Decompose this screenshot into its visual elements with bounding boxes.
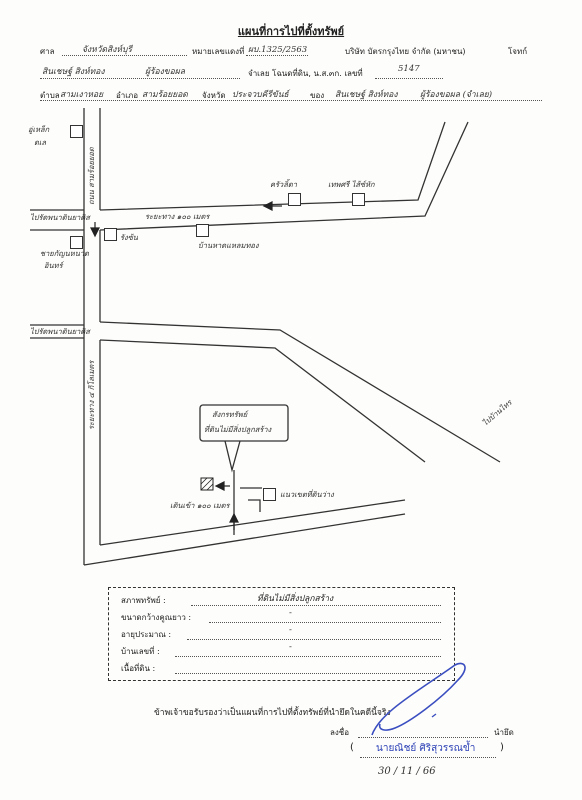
- sign-date: 30 / 11 / 66: [378, 766, 436, 777]
- header-bottom-line: [40, 100, 542, 101]
- area-line: [175, 673, 441, 674]
- condition-label: สภาพทรัพย์ :: [121, 596, 166, 605]
- landmark-box-c: [104, 228, 117, 241]
- house-no-value: -: [289, 642, 292, 652]
- court-field-line: [62, 55, 187, 56]
- label-box-c: รังซ้น: [120, 233, 138, 242]
- court-label: ศาล: [40, 47, 55, 56]
- defendant-field-line: [40, 78, 240, 79]
- owner-label: ของ: [310, 91, 325, 100]
- label-left-box: ชายกัญนหนาด: [40, 249, 89, 258]
- landmark-box-b: [352, 193, 365, 206]
- condition-value: ที่ดินไม่มีสิ่งปลูกสร้าง: [257, 594, 334, 604]
- label-top-left: อู่เหล็ก: [28, 125, 50, 134]
- house-no-label: บ้านเลขที่ :: [121, 647, 160, 656]
- name-open-paren: (: [350, 742, 354, 753]
- plaintiff-label: โจทก์: [508, 47, 528, 56]
- size-label: ขนาดกว้างคูณยาว :: [121, 613, 192, 622]
- callout-line-2: ที่ดินไม่มีสิ่งปลูกสร้าง: [204, 425, 272, 434]
- case-label: หมายเลขแดงที่: [192, 47, 245, 56]
- owner-suffix: ผู้ร้องขอผล (จำเลย): [420, 90, 493, 100]
- label-box-b: เทพศรี ไส้ซ์หัก: [328, 180, 375, 189]
- label-path: เดินเข้า ๑๐๐ เมตร: [170, 501, 230, 510]
- landmark-box-left: [70, 236, 83, 249]
- label-top-left-2: ดเล: [34, 138, 47, 147]
- label-box-d: บ้านหาดแหลมทอง: [198, 241, 259, 250]
- plaintiff-value: บริษัท บัตรกรุงไทย จำกัด (มหาชน): [345, 47, 466, 56]
- size-value: -: [289, 608, 292, 618]
- defendant-suffix: ผู้ร้องขอผล: [145, 67, 185, 77]
- label-left-sign-1: ไปรัดพนาดินยาดิส: [30, 213, 90, 222]
- sign-line: [358, 737, 488, 738]
- label-box-e: แนวเขตที่ดินว่าง: [280, 490, 334, 499]
- certify-statement: ข้าพเจ้าขอรับรองว่าเป็นแผนที่การไปที่ตั้…: [154, 708, 391, 718]
- signer-name: นายณิชย์ ศิริสุวรรณข้ำ: [376, 743, 476, 754]
- owner-value: สินเชษฐ์ สิงห์ทอง: [335, 90, 398, 100]
- condition-line: [191, 605, 441, 606]
- label-left-sign-2: ไปรัดพนาดินยาดิส: [30, 327, 90, 336]
- name-close-paren: ): [500, 742, 504, 753]
- case-field-line: [246, 55, 308, 56]
- province-label: จังหวัด: [202, 91, 226, 100]
- callout-line-1: สังกรทรัพย์: [212, 410, 248, 419]
- age-label: อายุประมาณ :: [121, 630, 172, 639]
- age-line: [187, 639, 441, 640]
- landmark-box-d: [196, 224, 209, 237]
- defendant-value: สินเชษฐ์ สิงห์ทอง: [42, 67, 105, 77]
- court-value: จังหวัดสิงห์บุรี: [82, 45, 132, 55]
- amphoe-label: อำเภอ: [116, 91, 139, 100]
- role-label: นำยึด: [494, 728, 514, 737]
- deed-value: 5147: [398, 64, 420, 74]
- province-value: ประจวบคีรีขันธ์: [232, 90, 289, 100]
- area-label: เนื้อที่ดิน :: [121, 664, 156, 673]
- document-title: แผนที่การไปที่ตั้งทรัพย์: [237, 25, 345, 38]
- case-value: ผบ.1325/2563: [248, 45, 308, 55]
- sign-label: ลงชื่อ: [330, 728, 350, 737]
- landmark-box-e: [263, 488, 276, 501]
- label-box-a: ครัวลิ้ดา: [270, 180, 297, 189]
- label-left-box-2: อินทร์: [44, 261, 63, 270]
- amphoe-value: สามร้อยยอด: [142, 90, 188, 100]
- landmark-box-top-left: [70, 125, 83, 138]
- house-no-line: [175, 656, 441, 657]
- landmark-box-a: [288, 193, 301, 206]
- age-value: -: [289, 625, 292, 635]
- property-details-panel: สภาพทรัพย์ : ที่ดินไม่มีสิ่งปลูกสร้าง ขน…: [108, 587, 455, 681]
- tambon-label: ตำบล: [40, 91, 60, 100]
- label-distance-100: ระยะทาง ๑๐๐ เมตร: [145, 212, 210, 221]
- tambon-value: สามเงาหอย: [60, 90, 104, 100]
- name-line: [360, 757, 496, 758]
- deed-label: จำเลย โฉนดที่ดิน, น.ส.๓ก. เลขที่: [248, 69, 363, 78]
- deed-field-line: [375, 78, 443, 79]
- size-line: [209, 622, 441, 623]
